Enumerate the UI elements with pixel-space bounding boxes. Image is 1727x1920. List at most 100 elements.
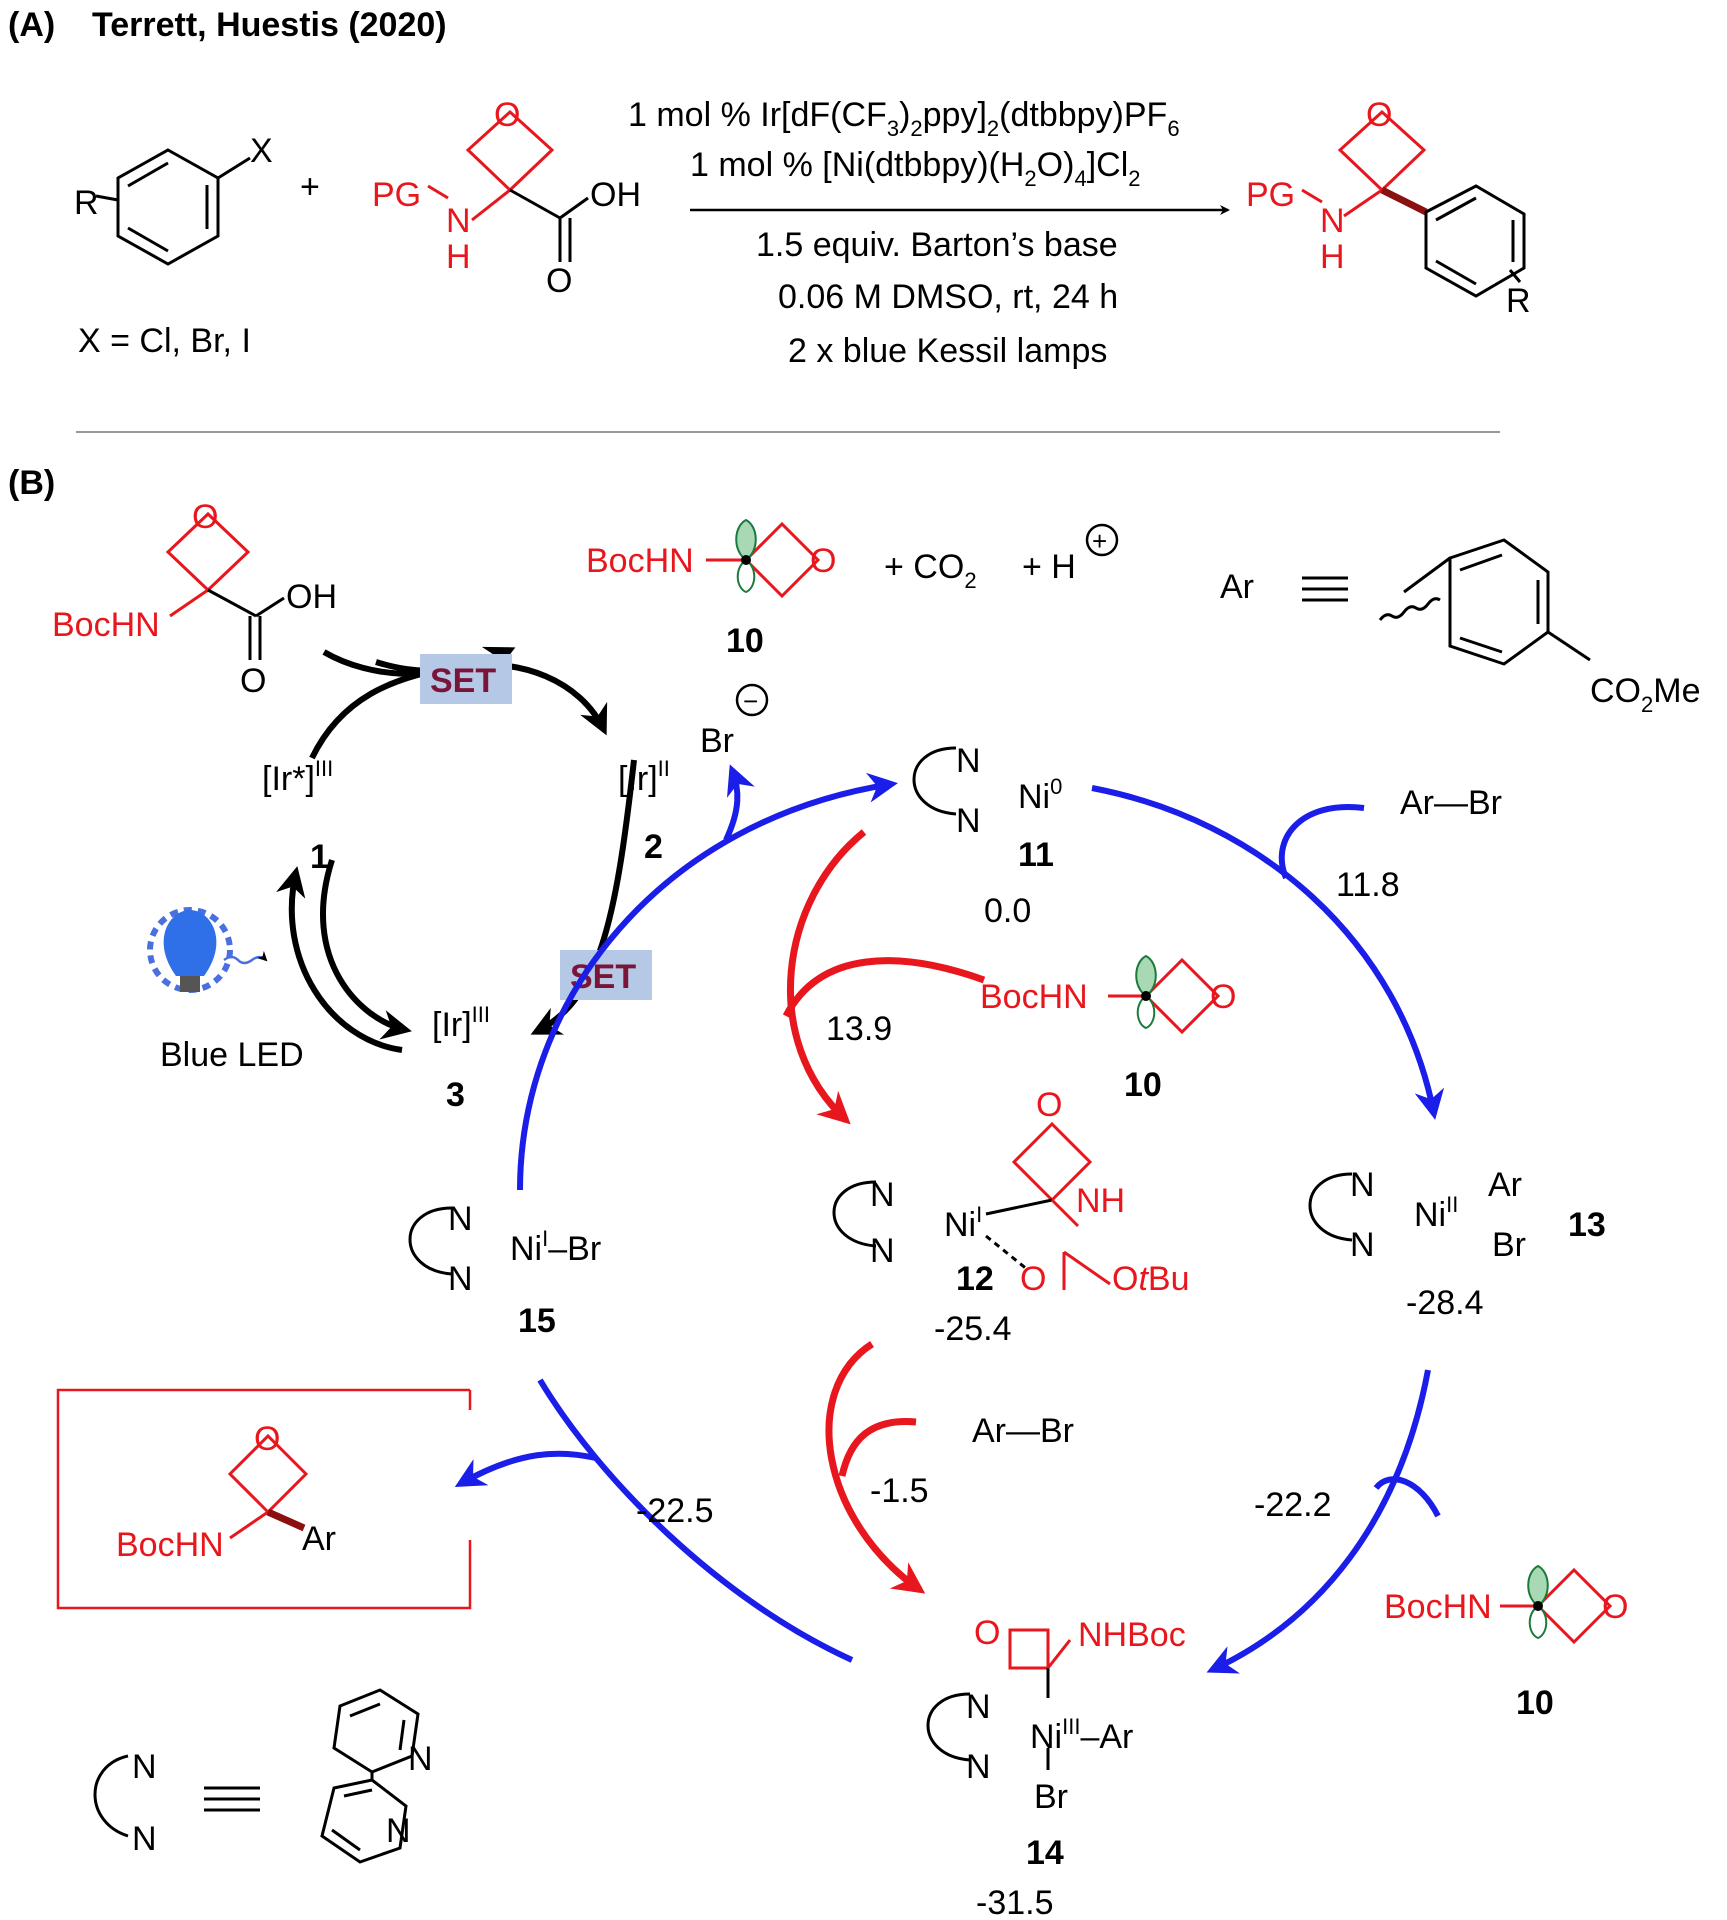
set-box-top — [420, 654, 512, 704]
legend-pyridine-n2: N — [386, 1812, 411, 1850]
oxetane-acid-structure — [427, 109, 589, 262]
radical-right-bochn: BocHN — [1384, 1588, 1492, 1626]
ni14-nhboc: NHBoc — [1078, 1616, 1186, 1654]
label-2: 2 — [644, 828, 663, 866]
ni13-ar: Ar — [1488, 1166, 1522, 1204]
ni15-n-bottom: N — [448, 1260, 473, 1298]
minus-charge-circle — [735, 683, 769, 717]
blue-led-label: Blue LED — [160, 1036, 304, 1074]
ni0-label: Ni0 — [1018, 774, 1062, 816]
h-label: H — [446, 238, 471, 276]
ni12-otbu: OtBu — [1112, 1260, 1190, 1298]
legend-n-bottom: N — [132, 1820, 157, 1858]
ni12-n-top: N — [870, 1176, 895, 1214]
energy-minus-22-5: -22.5 — [636, 1492, 714, 1530]
acid-oxetane-o: O — [192, 498, 218, 536]
ni14-n-bottom: N — [966, 1748, 991, 1786]
blue-led-icon — [147, 907, 268, 993]
condition-solvent: 0.06 M DMSO, rt, 24 h — [778, 278, 1118, 316]
set-label-top: SET — [430, 662, 496, 700]
co2me-label: CO2Me — [1590, 672, 1700, 717]
label-10-top: 10 — [726, 622, 764, 660]
ar-structure — [1378, 538, 1591, 666]
ni15-n-top: N — [448, 1200, 473, 1238]
boc-oxetane-aryl-product — [227, 1433, 309, 1540]
arbr-entry-arc — [1278, 803, 1365, 880]
panel-b-label: (B) — [8, 464, 55, 502]
carbonyl-o: O — [546, 262, 572, 300]
oh-label: OH — [590, 176, 641, 214]
product-box-bochn: BocHN — [116, 1526, 224, 1564]
aryl-halide-structure — [95, 148, 251, 266]
radical-mid-bochn: BocHN — [980, 978, 1088, 1016]
product-box-ar: Ar — [302, 1520, 336, 1558]
ni0-n-bottom: N — [956, 802, 981, 840]
condition-base: 1.5 equiv. Barton’s base — [756, 226, 1118, 264]
nickel-cycle-blue — [454, 764, 1445, 1674]
minus-charge: − — [743, 686, 758, 716]
radical-10-top — [706, 519, 821, 599]
ni-ii-complex-13 — [1308, 1172, 1353, 1242]
ni-i-complex-12 — [832, 1121, 1111, 1290]
ni-iii-complex-14 — [926, 1628, 1072, 1770]
label-10-middle: 10 — [1124, 1066, 1162, 1104]
ni12-carbonyl-o: O — [1020, 1260, 1046, 1298]
radical-mid-o: O — [1210, 978, 1236, 1016]
ni-i-br-complex-15 — [408, 1206, 453, 1276]
product-structure — [1301, 109, 1526, 298]
ir-excited-label: [Ir*]III — [262, 756, 333, 798]
ni12-label: NiI — [944, 1202, 982, 1244]
radical-bochn: BocHN — [586, 542, 694, 580]
label-14: 14 — [1026, 1834, 1064, 1872]
ni12-oxetane-o: O — [1036, 1086, 1062, 1124]
panel-a-label: (A) — [8, 6, 55, 44]
product-n: N — [1320, 202, 1345, 240]
ni13-label: NiII — [1414, 1192, 1458, 1234]
energy-13-9: 13.9 — [826, 1010, 892, 1048]
energy-minus-22-2: -22.2 — [1254, 1486, 1332, 1524]
x-definition: X = Cl, Br, I — [78, 322, 251, 360]
energy-14: -31.5 — [976, 1884, 1054, 1920]
label-3: 3 — [446, 1076, 465, 1114]
co2-byproduct: + CO2 — [884, 548, 977, 593]
pg-label: PG — [372, 176, 421, 214]
bipyridine-legend — [93, 1688, 420, 1864]
radical-right-o: O — [1602, 1588, 1628, 1626]
label-11: 11 — [1018, 836, 1054, 874]
ni13-n-bottom: N — [1350, 1226, 1375, 1264]
arbr-top: Ar—Br — [1400, 784, 1502, 822]
product-h: H — [1320, 238, 1345, 276]
ni12-n-bottom: N — [870, 1232, 895, 1270]
acid-bochn: BocHN — [52, 606, 160, 644]
citation: Terrett, Huestis (2020) — [92, 6, 447, 44]
product-box-o: O — [254, 1420, 280, 1458]
acid-carbonyl-o: O — [240, 662, 266, 700]
energy-11: 0.0 — [984, 892, 1031, 930]
radical-10-right — [1500, 1565, 1613, 1645]
ir-ii-label: [Ir]II — [618, 756, 670, 798]
ni14-oxetane-o: O — [974, 1614, 1000, 1652]
condition-light: 2 x blue Kessil lamps — [788, 332, 1107, 370]
aryl-r-label: R — [74, 184, 99, 222]
n-label: N — [446, 202, 471, 240]
boc-oxetane-acid — [165, 511, 285, 660]
label-12: 12 — [956, 1260, 994, 1298]
energy-13: -28.4 — [1406, 1284, 1484, 1322]
ni0-complex — [912, 746, 957, 816]
nickel-cycle-red — [782, 829, 986, 1594]
energy-minus-1-5: -1.5 — [870, 1472, 929, 1510]
label-13: 13 — [1568, 1206, 1606, 1244]
product-o: O — [1366, 96, 1392, 134]
bromide-label: Br — [700, 722, 734, 760]
label-15: 15 — [518, 1302, 556, 1340]
legend-pyridine-n1: N — [408, 1740, 433, 1778]
ni14-label: NiIII–Ar — [1030, 1714, 1133, 1756]
ni13-n-top: N — [1350, 1166, 1375, 1204]
product-r: R — [1506, 282, 1531, 320]
ir-iii-label: [Ir]III — [432, 1002, 490, 1044]
product-pg: PG — [1246, 176, 1295, 214]
label-10-right: 10 — [1516, 1684, 1554, 1722]
plus-charge-circle — [1085, 523, 1119, 557]
radical-entry-arc — [1373, 1476, 1441, 1518]
